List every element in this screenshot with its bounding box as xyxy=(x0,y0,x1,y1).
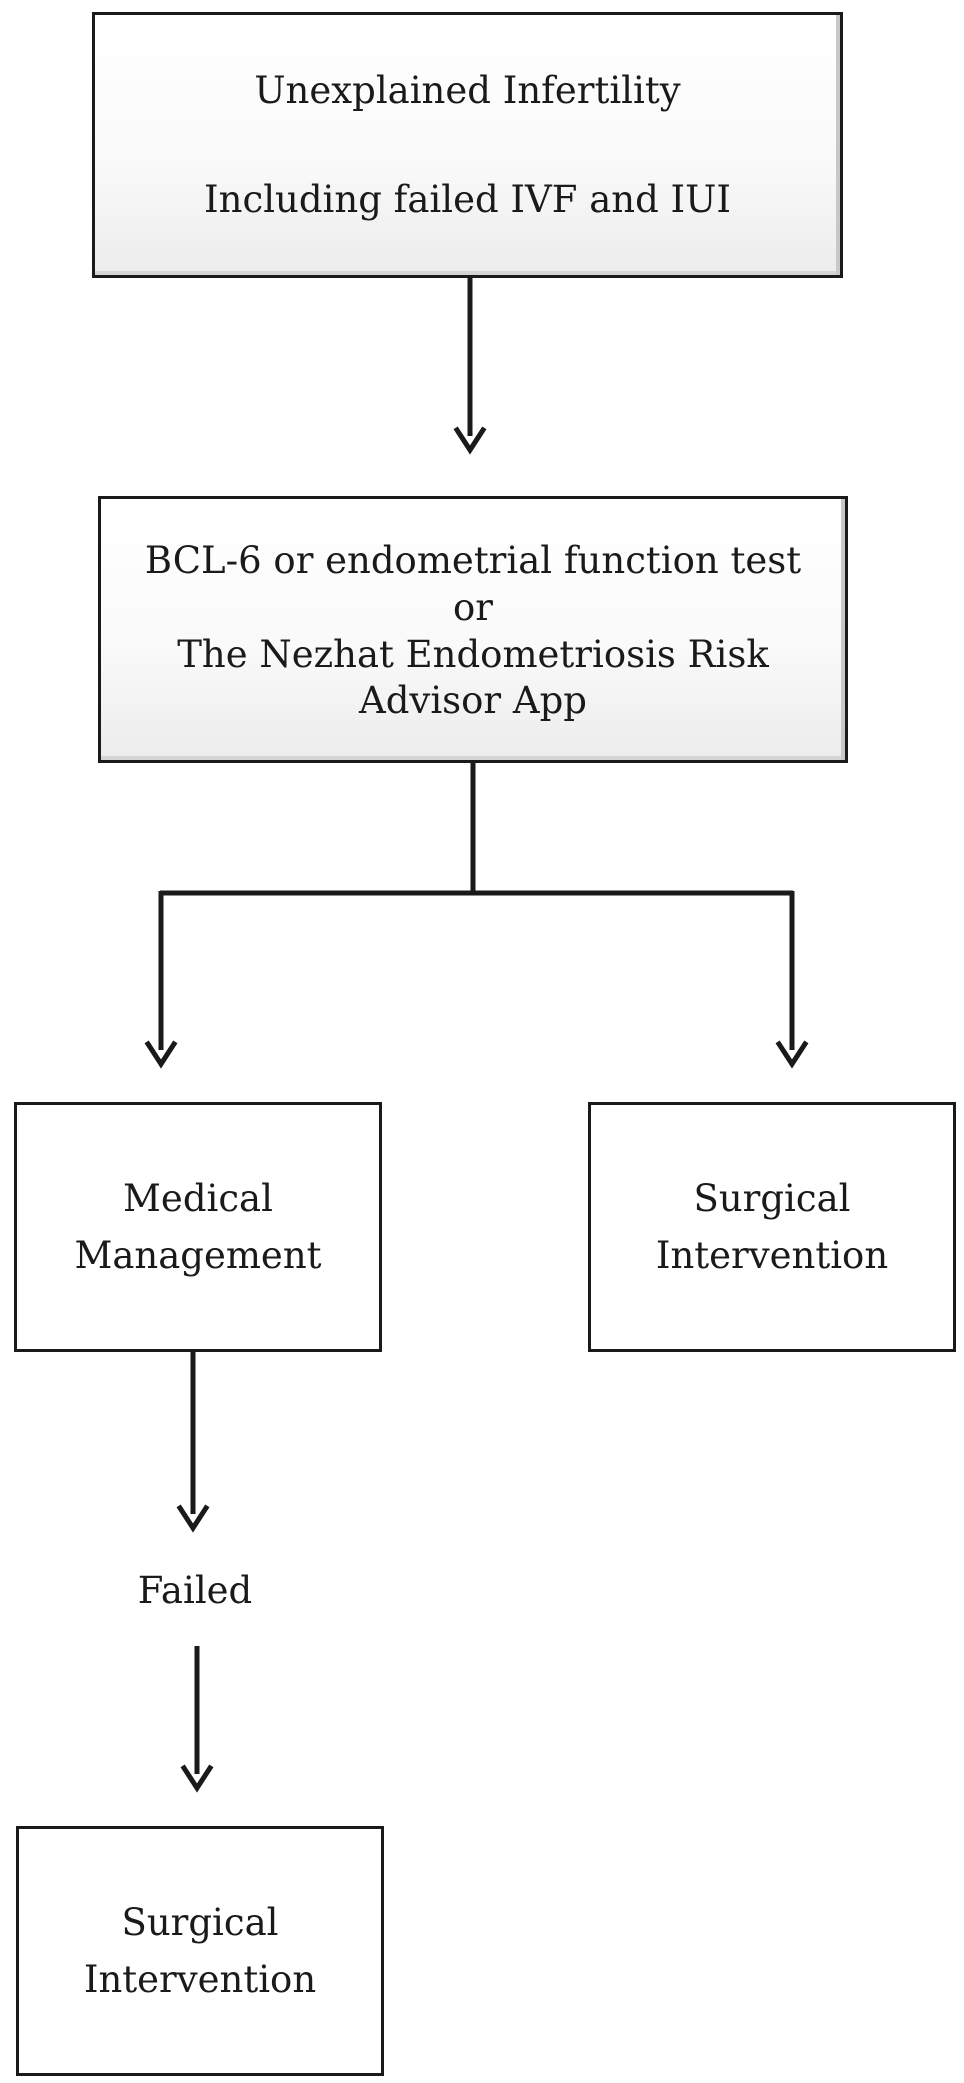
node-medical-line-2: Management xyxy=(74,1234,322,1277)
edge-top-to-test xyxy=(453,278,487,455)
node-test-line-4: Advisor App xyxy=(359,679,587,723)
node-surgical-bottom-line-1: Surgical xyxy=(121,1900,279,1944)
node-surgical-intervention-right: Surgical Intervention xyxy=(588,1102,956,1352)
node-top-line-1: Unexplained Infertility xyxy=(254,68,681,112)
node-surgical-right-line-2: Intervention xyxy=(655,1234,889,1277)
node-unexplained-infertility: Unexplained Infertility Including failed… xyxy=(92,12,843,278)
node-bcl6-or-app: BCL-6 or endometrial function test or Th… xyxy=(98,496,848,763)
label-failed: Failed xyxy=(137,1569,253,1612)
node-surgical-bottom-line-2: Intervention xyxy=(83,1958,317,2001)
node-test-line-1: BCL-6 or endometrial function test xyxy=(144,538,802,582)
node-top-line-2: Including failed IVF and IUI xyxy=(204,178,731,221)
edge-test-to-medical xyxy=(144,891,178,1069)
node-test-line-3: The Nezhat Endometriosis Risk xyxy=(177,632,769,676)
node-medical-line-1: Medical xyxy=(123,1176,273,1220)
node-test-line-2: or xyxy=(453,585,493,629)
edge-test-to-surgical-right xyxy=(775,891,809,1069)
edge-medical-to-failed xyxy=(176,1352,210,1533)
edge-test-split xyxy=(160,763,793,896)
node-surgical-intervention-bottom: Surgical Intervention xyxy=(16,1826,384,2076)
node-surgical-right-line-1: Surgical xyxy=(693,1176,851,1220)
edge-failed-to-surgical-bottom xyxy=(180,1646,214,1793)
node-medical-management: Medical Management xyxy=(14,1102,382,1352)
